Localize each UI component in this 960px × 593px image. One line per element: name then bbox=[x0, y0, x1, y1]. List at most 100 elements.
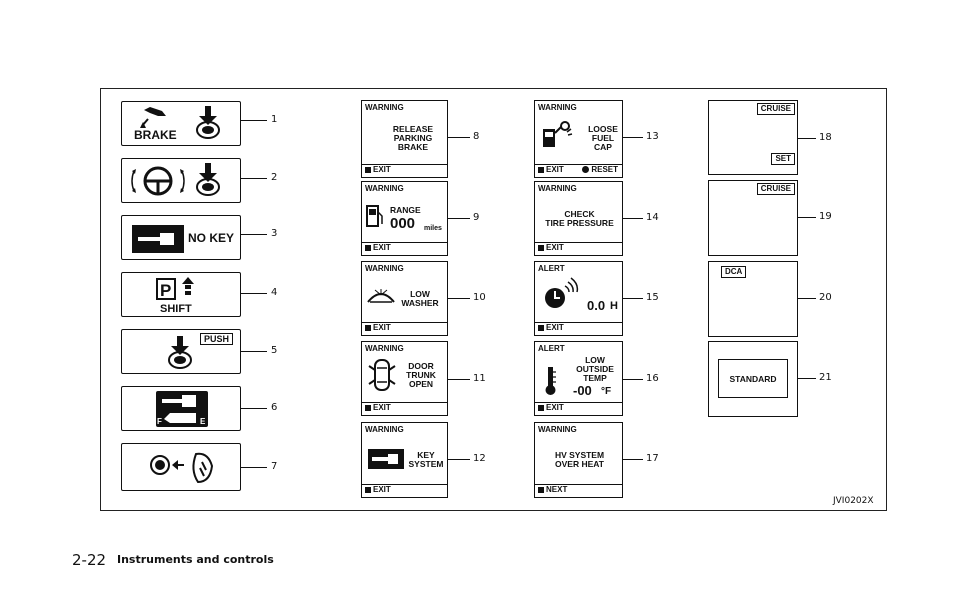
callout-number: 17 bbox=[646, 453, 659, 464]
key-battery-icon: F E bbox=[156, 391, 208, 427]
next-label: NEXT bbox=[538, 485, 567, 494]
figure-code: JVI0202X bbox=[833, 496, 874, 506]
indicator-label: BRAKE bbox=[134, 128, 177, 142]
svg-text:P: P bbox=[160, 281, 171, 300]
cruise-tag: CRUISE bbox=[756, 183, 795, 195]
display-header: WARNING bbox=[365, 103, 404, 112]
callout-number: 2 bbox=[271, 172, 278, 183]
callout-number: 21 bbox=[819, 372, 832, 383]
range-value: 000 bbox=[390, 215, 416, 232]
indicator-push: PUSH bbox=[121, 329, 241, 374]
temp-unit: °F bbox=[601, 386, 612, 397]
fuel-pump-icon bbox=[366, 205, 383, 227]
callout-number: 18 bbox=[819, 132, 832, 143]
callout-number: 4 bbox=[271, 287, 278, 298]
display-header: WARNING bbox=[365, 344, 404, 353]
callout-number: 20 bbox=[819, 292, 832, 303]
display-header: WARNING bbox=[365, 264, 404, 273]
push-button-icon bbox=[196, 163, 220, 196]
callout-number: 5 bbox=[271, 345, 278, 356]
standard-mode-box: STANDARD bbox=[718, 359, 788, 398]
push-button-icon bbox=[168, 336, 192, 369]
key-fob-icon bbox=[150, 452, 214, 484]
display-timer-alert: ALERT 0.0 H EXIT bbox=[534, 261, 623, 336]
callout-number: 11 bbox=[473, 373, 486, 384]
callout-number: 19 bbox=[819, 211, 832, 222]
display-header: WARNING bbox=[538, 184, 577, 193]
exit-label: EXIT bbox=[365, 243, 391, 252]
push-button-icon bbox=[196, 106, 220, 139]
callout-number: 12 bbox=[473, 453, 486, 464]
indicator-key-fob bbox=[121, 443, 241, 491]
car-top-view-icon bbox=[368, 359, 396, 391]
callout-number: 6 bbox=[271, 402, 278, 413]
callout-number: 14 bbox=[646, 212, 659, 223]
cruise-tag: CRUISE bbox=[756, 103, 795, 115]
display-header: WARNING bbox=[365, 425, 404, 434]
key-icon bbox=[132, 225, 184, 253]
exit-label: EXIT bbox=[365, 403, 391, 412]
callout-number: 16 bbox=[646, 373, 659, 384]
steering-wheel-icon bbox=[131, 166, 185, 196]
push-tag: PUSH bbox=[200, 333, 234, 345]
display-dca: DCA bbox=[708, 261, 798, 337]
exit-label: EXIT bbox=[365, 323, 391, 332]
indicator-no-key: NO KEY bbox=[121, 215, 241, 260]
callout-number: 9 bbox=[473, 212, 480, 223]
display-fuel-range: WARNING RANGE 000 miles EXIT bbox=[361, 181, 448, 256]
indicator-steering bbox=[121, 158, 241, 203]
figure-frame bbox=[100, 88, 887, 511]
callout-number: 1 bbox=[271, 114, 278, 125]
set-tag: SET bbox=[771, 153, 795, 165]
indicator-label: NO KEY bbox=[188, 231, 235, 245]
display-header: ALERT bbox=[538, 344, 565, 353]
range-unit: miles bbox=[424, 225, 442, 232]
temp-value: -00 bbox=[573, 383, 592, 398]
svg-text:F: F bbox=[157, 417, 162, 426]
exit-label: EXIT bbox=[538, 243, 564, 252]
page-number: 2-22 bbox=[72, 551, 107, 569]
exit-label: EXIT bbox=[538, 323, 564, 332]
indicator-label: SHIFT bbox=[160, 303, 192, 315]
timer-value: 0.0 bbox=[587, 298, 606, 313]
exit-label: EXIT bbox=[365, 485, 391, 494]
indicator-brake: BRAKE bbox=[121, 101, 241, 146]
callout-number: 13 bbox=[646, 131, 659, 142]
callout-number: 3 bbox=[271, 228, 278, 239]
display-header: WARNING bbox=[365, 184, 404, 193]
svg-text:E: E bbox=[200, 417, 206, 426]
display-header: ALERT bbox=[538, 264, 565, 273]
callout-number: 8 bbox=[473, 131, 480, 142]
exit-label: EXIT bbox=[538, 165, 564, 174]
timer-unit: H bbox=[610, 300, 618, 312]
park-shift-icon: P bbox=[156, 277, 194, 300]
key-icon bbox=[368, 449, 404, 469]
display-header: WARNING bbox=[538, 103, 577, 112]
thermometer-icon bbox=[545, 367, 556, 395]
indicator-shift: P SHIFT bbox=[121, 272, 241, 317]
clock-alert-icon bbox=[545, 277, 579, 308]
standard-label: STANDARD bbox=[729, 374, 777, 384]
callout-number: 10 bbox=[473, 292, 486, 303]
page-title: Instruments and controls bbox=[117, 553, 274, 566]
callout-number: 7 bbox=[271, 461, 278, 472]
display-standard: STANDARD bbox=[708, 341, 798, 417]
brake-foot-icon bbox=[140, 107, 166, 128]
indicator-key-battery: F E bbox=[121, 386, 241, 431]
exit-label: EXIT bbox=[538, 403, 564, 412]
